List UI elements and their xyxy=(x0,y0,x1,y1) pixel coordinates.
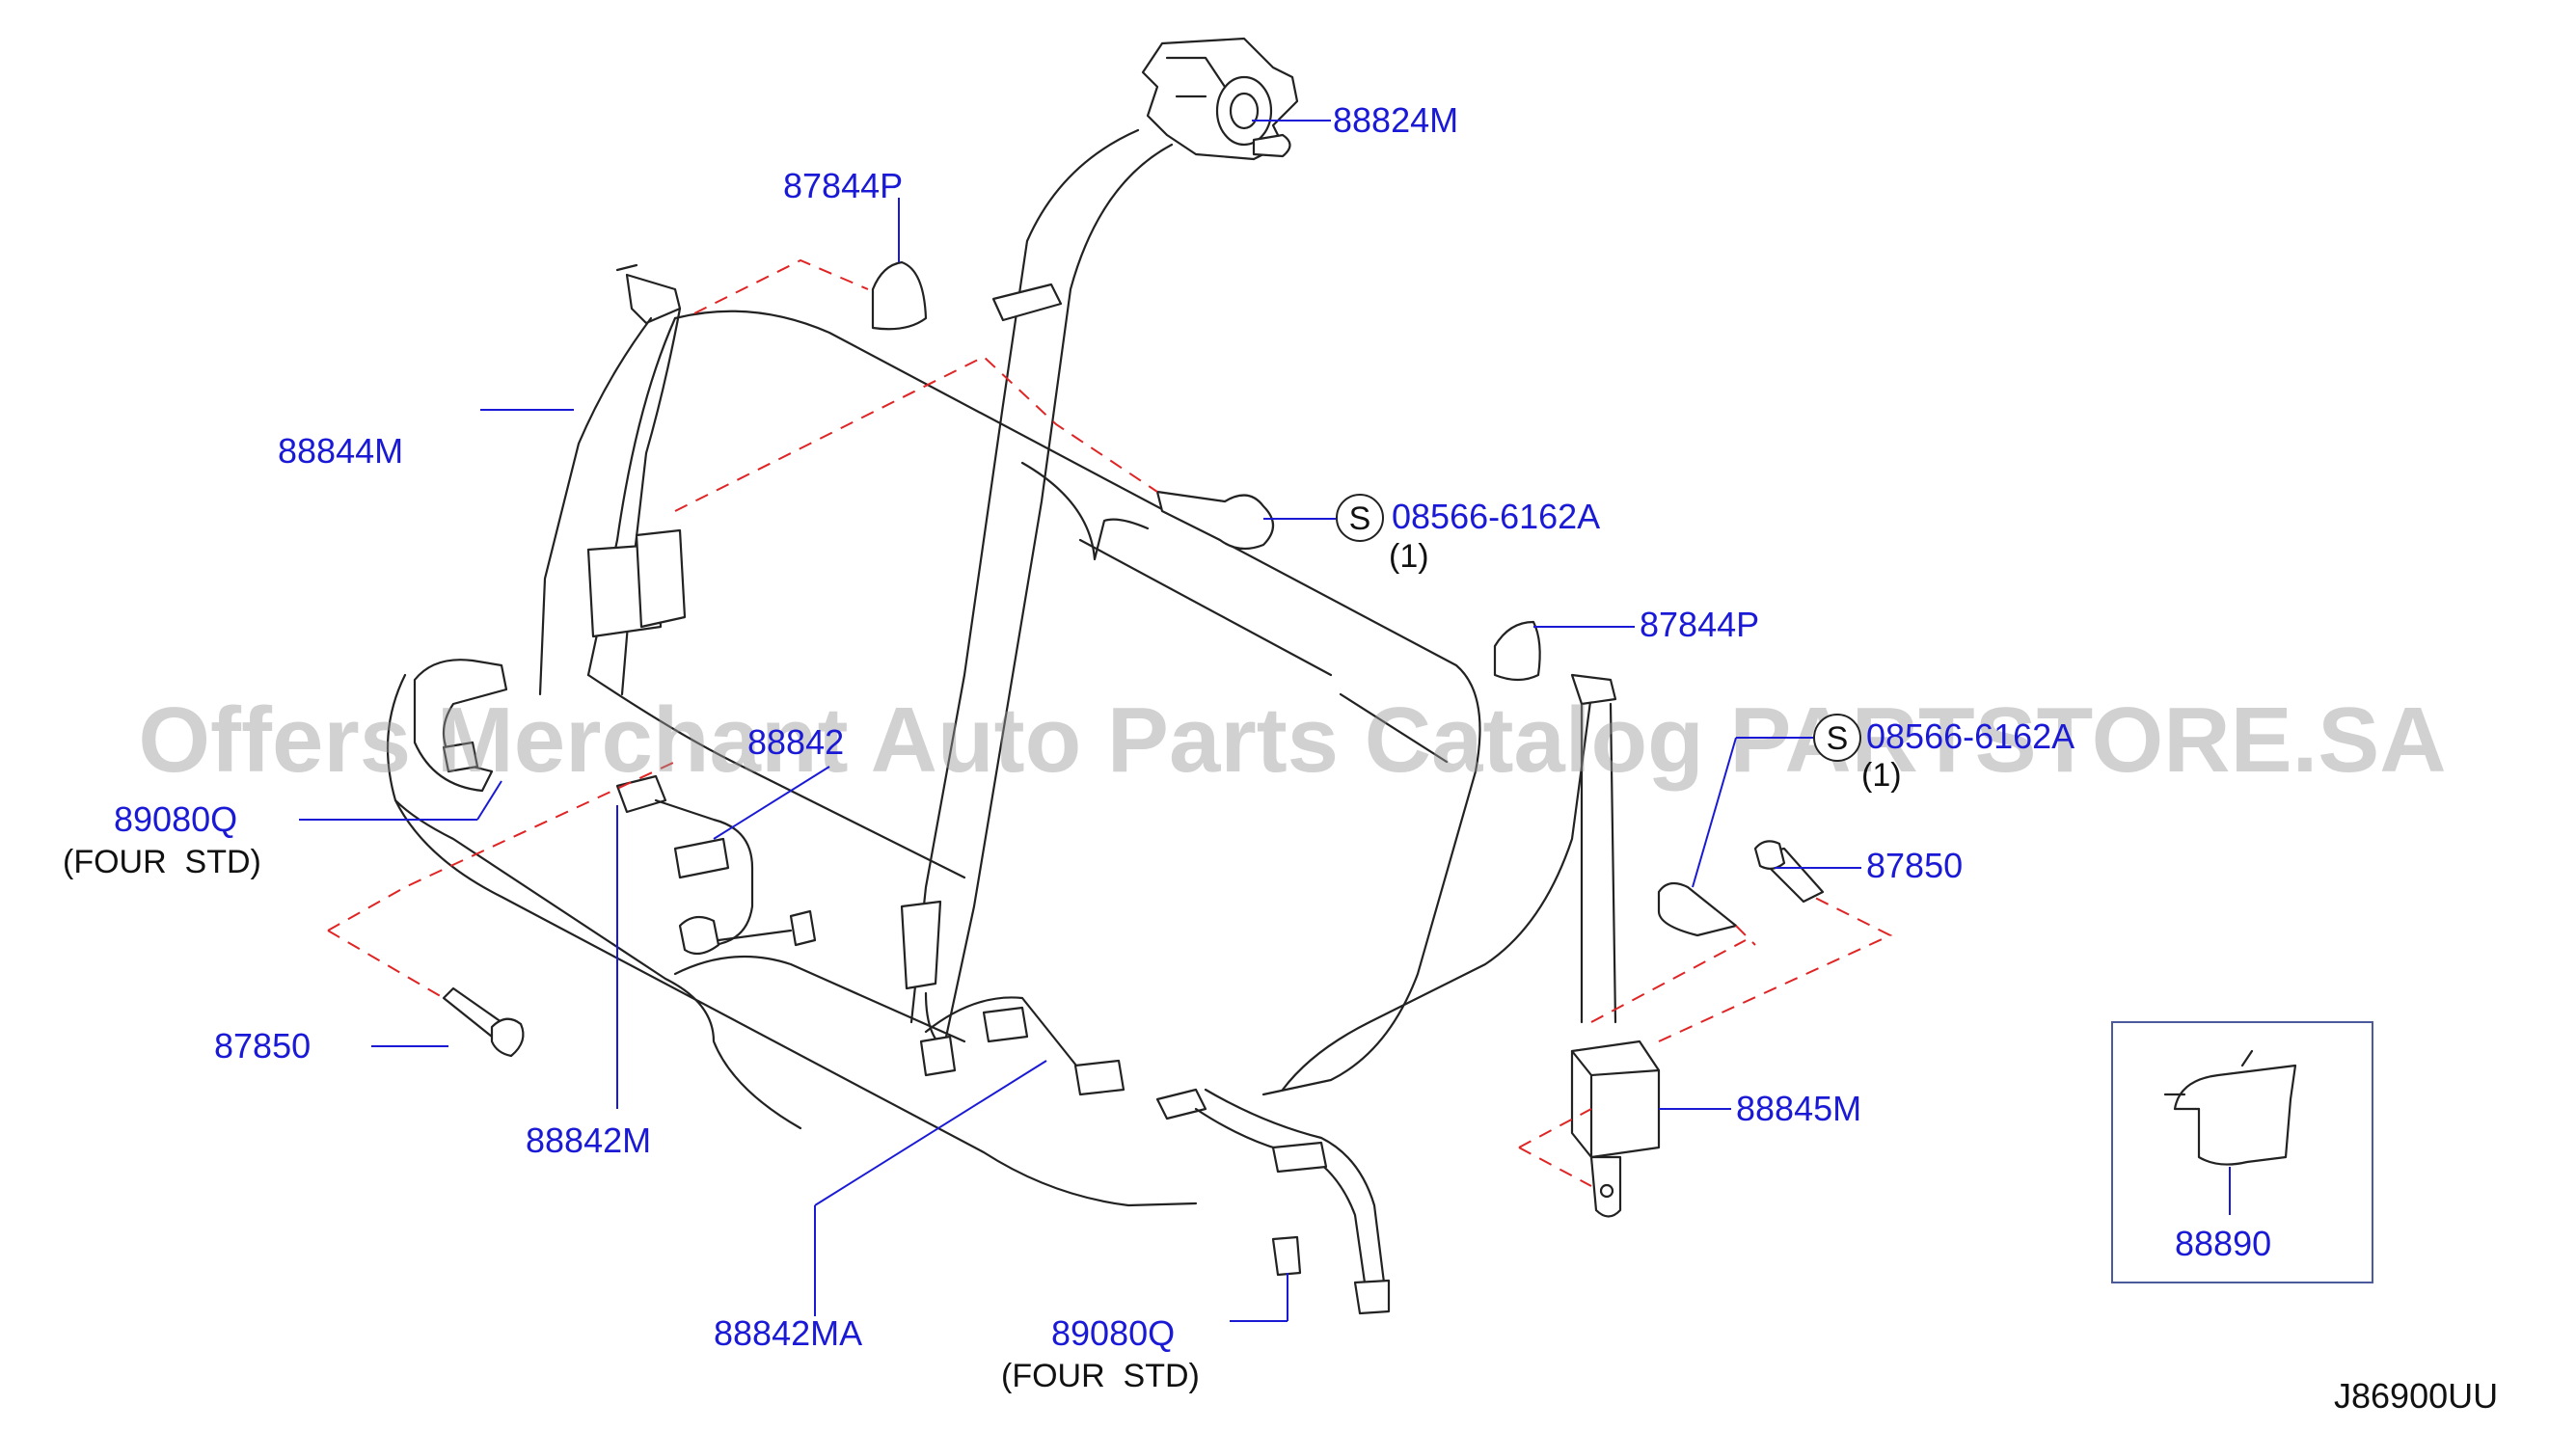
label-87850-left[interactable]: 87850 xyxy=(214,1026,311,1066)
right-clip-bolt-parts xyxy=(1657,840,1825,937)
center-belt-webbing xyxy=(900,128,1174,1053)
qty-08566-right: (1) xyxy=(1861,757,1902,794)
note-four-std-bottom: (FOUR STD) xyxy=(1001,1358,1200,1394)
label-08566-6162A-upper[interactable]: 08566-6162A xyxy=(1392,497,1600,536)
label-88845M[interactable]: 88845M xyxy=(1736,1089,1861,1128)
label-88844M[interactable]: 88844M xyxy=(278,431,403,471)
left-bolt-part xyxy=(442,986,525,1058)
qty-08566-upper: (1) xyxy=(1389,538,1429,575)
reference-code: J86900UU xyxy=(2334,1376,2498,1416)
clip-upper-part xyxy=(1155,490,1275,551)
s-symbol-upper: S xyxy=(1336,494,1384,542)
svg-text:S: S xyxy=(1827,720,1849,757)
upper-retractor xyxy=(1141,37,1299,161)
watermark: Offers Merchant Auto Parts Catalog PARTS… xyxy=(138,688,2446,792)
rear-seat-outline xyxy=(386,310,1593,1207)
lower-belt-part xyxy=(1155,1088,1391,1315)
label-88842M[interactable]: 88842M xyxy=(526,1120,651,1160)
cover-right-part xyxy=(1493,620,1541,682)
reference-dash-lines xyxy=(327,258,1893,1187)
label-88890[interactable]: 88890 xyxy=(2175,1224,2271,1263)
note-four-std-left: (FOUR STD) xyxy=(63,844,261,880)
label-89080Q-left[interactable]: 89080Q xyxy=(114,799,237,839)
center-buckle-part xyxy=(615,774,817,956)
left-belt-part xyxy=(413,263,687,793)
svg-text:S: S xyxy=(1349,500,1371,537)
label-87844P-top[interactable]: 87844P xyxy=(783,166,903,205)
s-symbol-right: S xyxy=(1813,714,1861,762)
label-88842-top[interactable]: 88842 xyxy=(747,722,844,762)
label-08566-6162A-right[interactable]: 08566-6162A xyxy=(1866,716,2074,756)
inset-box xyxy=(2111,1021,2373,1283)
label-89080Q-bottom[interactable]: 89080Q xyxy=(1051,1313,1175,1353)
mid-buckle-part xyxy=(919,996,1125,1096)
callout-leaders xyxy=(299,120,2231,1322)
cover-top-part xyxy=(871,260,928,331)
label-88842MA[interactable]: 88842MA xyxy=(714,1313,862,1353)
label-88824M[interactable]: 88824M xyxy=(1333,100,1458,140)
label-87850-right[interactable]: 87850 xyxy=(1866,846,1963,885)
label-87844P-right[interactable]: 87844P xyxy=(1640,605,1759,644)
right-retractor-part xyxy=(1570,673,1661,1218)
